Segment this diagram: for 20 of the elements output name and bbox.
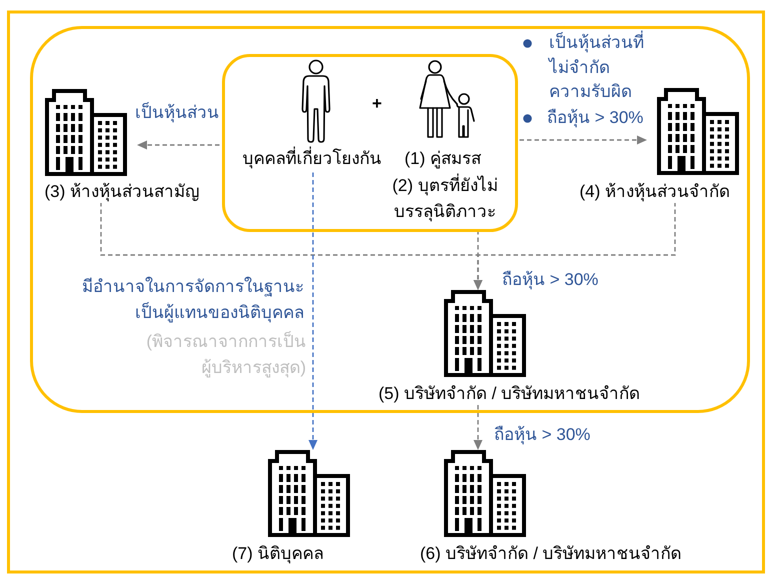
dashed-arrow <box>518 136 647 144</box>
person-label: (1) คู่สมรส <box>404 148 481 170</box>
edge-label: ถือหุ้น > 30% <box>492 424 592 446</box>
building-label: (6) บริษัทจำกัด / บริษัทมหาชนจำกัด <box>420 543 682 565</box>
rounded-box <box>222 54 518 232</box>
person-label: บุคคลที่เกี่ยวโยงกัน <box>242 148 382 170</box>
building-label: (7) นิติบุคคล <box>232 543 324 565</box>
dashed-arrow <box>474 405 482 450</box>
edge-label: ถือหุ้น > 30% <box>500 269 600 291</box>
building-label: (3) ห้างหุ้นส่วนสามัญ <box>44 180 199 202</box>
person-label: (2) บุตรที่ยังไม่บรรลุนิติภาวะ <box>392 173 498 225</box>
dashed-arrow <box>308 171 318 450</box>
building-label: (4) ห้างหุ้นส่วนจำกัด <box>580 180 730 202</box>
edge-label: เป็นหุ้นส่วน <box>133 102 221 124</box>
building-label: (5) บริษัทจำกัด / บริษัทมหาชนจำกัด <box>378 382 640 404</box>
note-text: (พิจารณาจากการเป็นผู้บริหารสูงสุด) <box>145 330 306 380</box>
dashed-arrow <box>474 203 676 290</box>
plus-sign: + <box>372 93 382 115</box>
bullet-text: ถือหุ้น > 30% <box>547 107 644 129</box>
dashed-arrow <box>137 140 222 150</box>
